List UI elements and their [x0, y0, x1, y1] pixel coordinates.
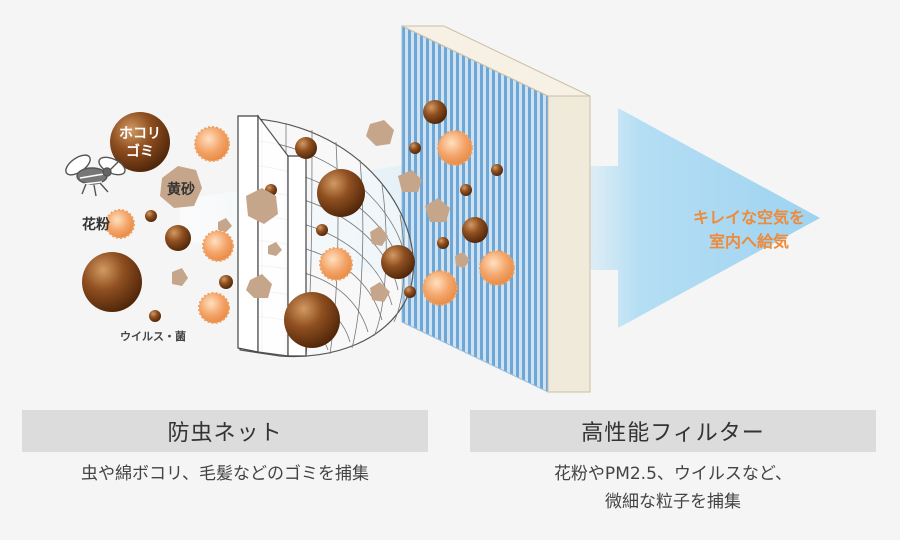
- sand-label-bubble: 黄砂: [160, 166, 202, 208]
- filtration-illustration: ホコリ ゴミ 黄砂 花粉 ウイルス・菌: [65, 25, 820, 393]
- outcome-line2: 室内へ給気: [708, 232, 789, 251]
- sand-label: 黄砂: [167, 181, 195, 198]
- filter-caption: 花粉やPM2.5、ウイルスなど、 微細な粒子を捕集: [470, 460, 876, 516]
- dust-label-bubble: ホコリ ゴミ: [110, 112, 170, 172]
- virus-label: ウイルス・菌: [120, 329, 186, 343]
- filter-caption-line2: 微細な粒子を捕集: [605, 492, 741, 512]
- airflow-arrow: [560, 108, 820, 328]
- dust-particles: [82, 100, 503, 348]
- filter-caption-line1: 花粉やPM2.5、ウイルスなど、: [553, 464, 793, 484]
- clean-air-outcome: キレイな空気を 室内へ給気: [664, 206, 834, 254]
- insect-net-title: 防虫ネット: [22, 410, 428, 452]
- sand-particles: [172, 120, 470, 302]
- outcome-line1: キレイな空気を: [692, 208, 805, 227]
- insect-net-caption: 虫や綿ボコリ、毛髪などのゴミを捕集: [81, 464, 369, 484]
- dust-label-line2: ゴミ: [126, 143, 154, 160]
- pollen-particles: [105, 126, 515, 324]
- dust-label-line1: ホコリ: [119, 126, 161, 142]
- filter-title: 高性能フィルター: [470, 410, 876, 452]
- insect-icon: [65, 154, 126, 197]
- pollen-label: 花粉: [82, 216, 110, 233]
